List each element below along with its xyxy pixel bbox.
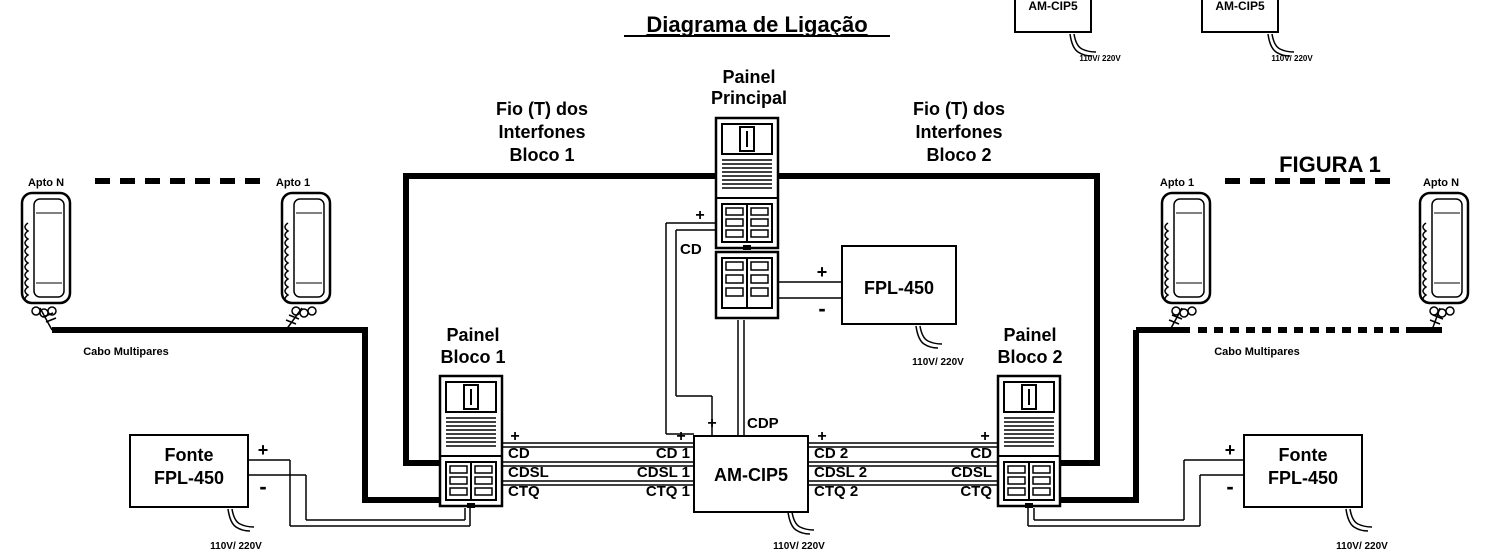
left-supply-minus: - bbox=[259, 474, 266, 499]
am-cip5-voltage: 110V/ 220V bbox=[773, 541, 825, 552]
cip-plus-right: + bbox=[817, 428, 826, 445]
block-1-panel-label-line1: Painel bbox=[446, 325, 499, 345]
left-cd: CD bbox=[508, 445, 530, 462]
wire-label-left-line2: Interfones bbox=[498, 122, 585, 142]
main-panel bbox=[714, 116, 780, 320]
top-box-2: AM-CIP5 110V/ 220V bbox=[1201, 0, 1313, 63]
power-supply-left-line1: Fonte bbox=[165, 445, 214, 465]
power-supply-left: Fonte FPL-450 110V/ 220V bbox=[129, 434, 262, 552]
main-cd: CD bbox=[680, 241, 702, 258]
cip-cd1: CD 1 bbox=[656, 445, 690, 462]
cip-cd2: CD 2 bbox=[814, 445, 848, 462]
power-supply-right-line1: Fonte bbox=[1279, 445, 1328, 465]
right-cdsl: CDSL bbox=[951, 464, 992, 481]
power-supply-right-line2: FPL-450 bbox=[1268, 468, 1338, 488]
top-box-2-voltage: 110V/ 220V bbox=[1271, 54, 1313, 63]
main-plus: + bbox=[695, 207, 704, 224]
top-box-2-label: AM-CIP5 bbox=[1215, 0, 1265, 13]
cip-ctq2: CTQ 2 bbox=[814, 483, 858, 500]
t-wires bbox=[52, 173, 1139, 503]
figure-label: FIGURA 1 bbox=[1279, 152, 1381, 177]
center-minus: - bbox=[818, 296, 825, 321]
cip-plus-left: + bbox=[676, 428, 685, 445]
top-box-1-voltage: 110V/ 220V bbox=[1079, 54, 1121, 63]
handset-left-apto-1 bbox=[280, 191, 332, 331]
am-cip5-label: AM-CIP5 bbox=[714, 465, 788, 485]
multipair-cables bbox=[70, 178, 1442, 333]
right-supply-minus: - bbox=[1226, 474, 1233, 499]
am-cip5-controller: AM-CIP5 110V/ 220V bbox=[693, 435, 825, 552]
block-1-panel bbox=[438, 374, 504, 510]
main-panel-label-line2: Principal bbox=[711, 88, 787, 108]
wire-label-right-line3: Bloco 2 bbox=[926, 145, 991, 165]
wire-label-left-line1: Fio (T) dos bbox=[496, 99, 588, 119]
cip-cdp: CDP bbox=[747, 415, 779, 432]
cable-label-left: Cabo Multipares bbox=[83, 346, 169, 358]
main-panel-label-line1: Painel bbox=[722, 67, 775, 87]
cip-plus-top: + bbox=[707, 415, 716, 432]
top-box-1: AM-CIP5 110V/ 220V bbox=[1014, 0, 1121, 63]
top-box-1-label: AM-CIP5 bbox=[1028, 0, 1078, 13]
left-ctq: CTQ bbox=[508, 483, 540, 500]
apto-right-last: Apto N bbox=[1423, 177, 1459, 189]
apto-right-first: Apto 1 bbox=[1160, 177, 1194, 189]
apto-left-first: Apto N bbox=[28, 177, 64, 189]
wire-label-right-line1: Fio (T) dos bbox=[913, 99, 1005, 119]
handset-left-apto-n bbox=[20, 191, 72, 331]
right-cd: CD bbox=[970, 445, 992, 462]
wire-label-right-line2: Interfones bbox=[915, 122, 1002, 142]
block-2-panel-label-line2: Bloco 2 bbox=[997, 347, 1062, 367]
terminal-labels: + CD CDSL CTQ + CD 1 CDSL 1 CTQ 1 + CDP … bbox=[258, 207, 1236, 500]
cip-ctq1: CTQ 1 bbox=[646, 483, 690, 500]
cip-cdsl2: CDSL 2 bbox=[814, 464, 867, 481]
apto-left-last: Apto 1 bbox=[276, 177, 310, 189]
wire-label-left-line3: Bloco 1 bbox=[509, 145, 574, 165]
left-plus: + bbox=[510, 428, 519, 445]
left-cdsl: CDSL bbox=[508, 464, 549, 481]
handset-right-apto-n bbox=[1418, 191, 1470, 331]
diagram-title: Diagrama de Ligação bbox=[646, 12, 867, 37]
power-supply-left-voltage: 110V/ 220V bbox=[210, 541, 262, 552]
signal-wires bbox=[248, 222, 1244, 527]
power-supply-left-line2: FPL-450 bbox=[154, 468, 224, 488]
left-supply-plus: + bbox=[258, 440, 269, 460]
power-supply-center-label: FPL-450 bbox=[864, 278, 934, 298]
right-plus: + bbox=[980, 428, 989, 445]
block-1-panel-label-line2: Bloco 1 bbox=[440, 347, 505, 367]
center-plus: + bbox=[817, 262, 828, 282]
power-supply-center: FPL-450 110V/ 220V bbox=[841, 245, 964, 368]
power-supply-center-voltage: 110V/ 220V bbox=[912, 357, 964, 368]
block-2-panel-label-line1: Painel bbox=[1003, 325, 1056, 345]
right-ctq: CTQ bbox=[960, 483, 992, 500]
right-supply-plus: + bbox=[1225, 440, 1236, 460]
power-supply-right: Fonte FPL-450 110V/ 220V bbox=[1243, 434, 1388, 552]
cable-label-right: Cabo Multipares bbox=[1214, 346, 1300, 358]
power-supply-right-voltage: 110V/ 220V bbox=[1336, 541, 1388, 552]
handset-right-apto-1 bbox=[1160, 191, 1212, 331]
cip-cdsl1: CDSL 1 bbox=[637, 464, 690, 481]
block-2-panel bbox=[996, 374, 1062, 510]
